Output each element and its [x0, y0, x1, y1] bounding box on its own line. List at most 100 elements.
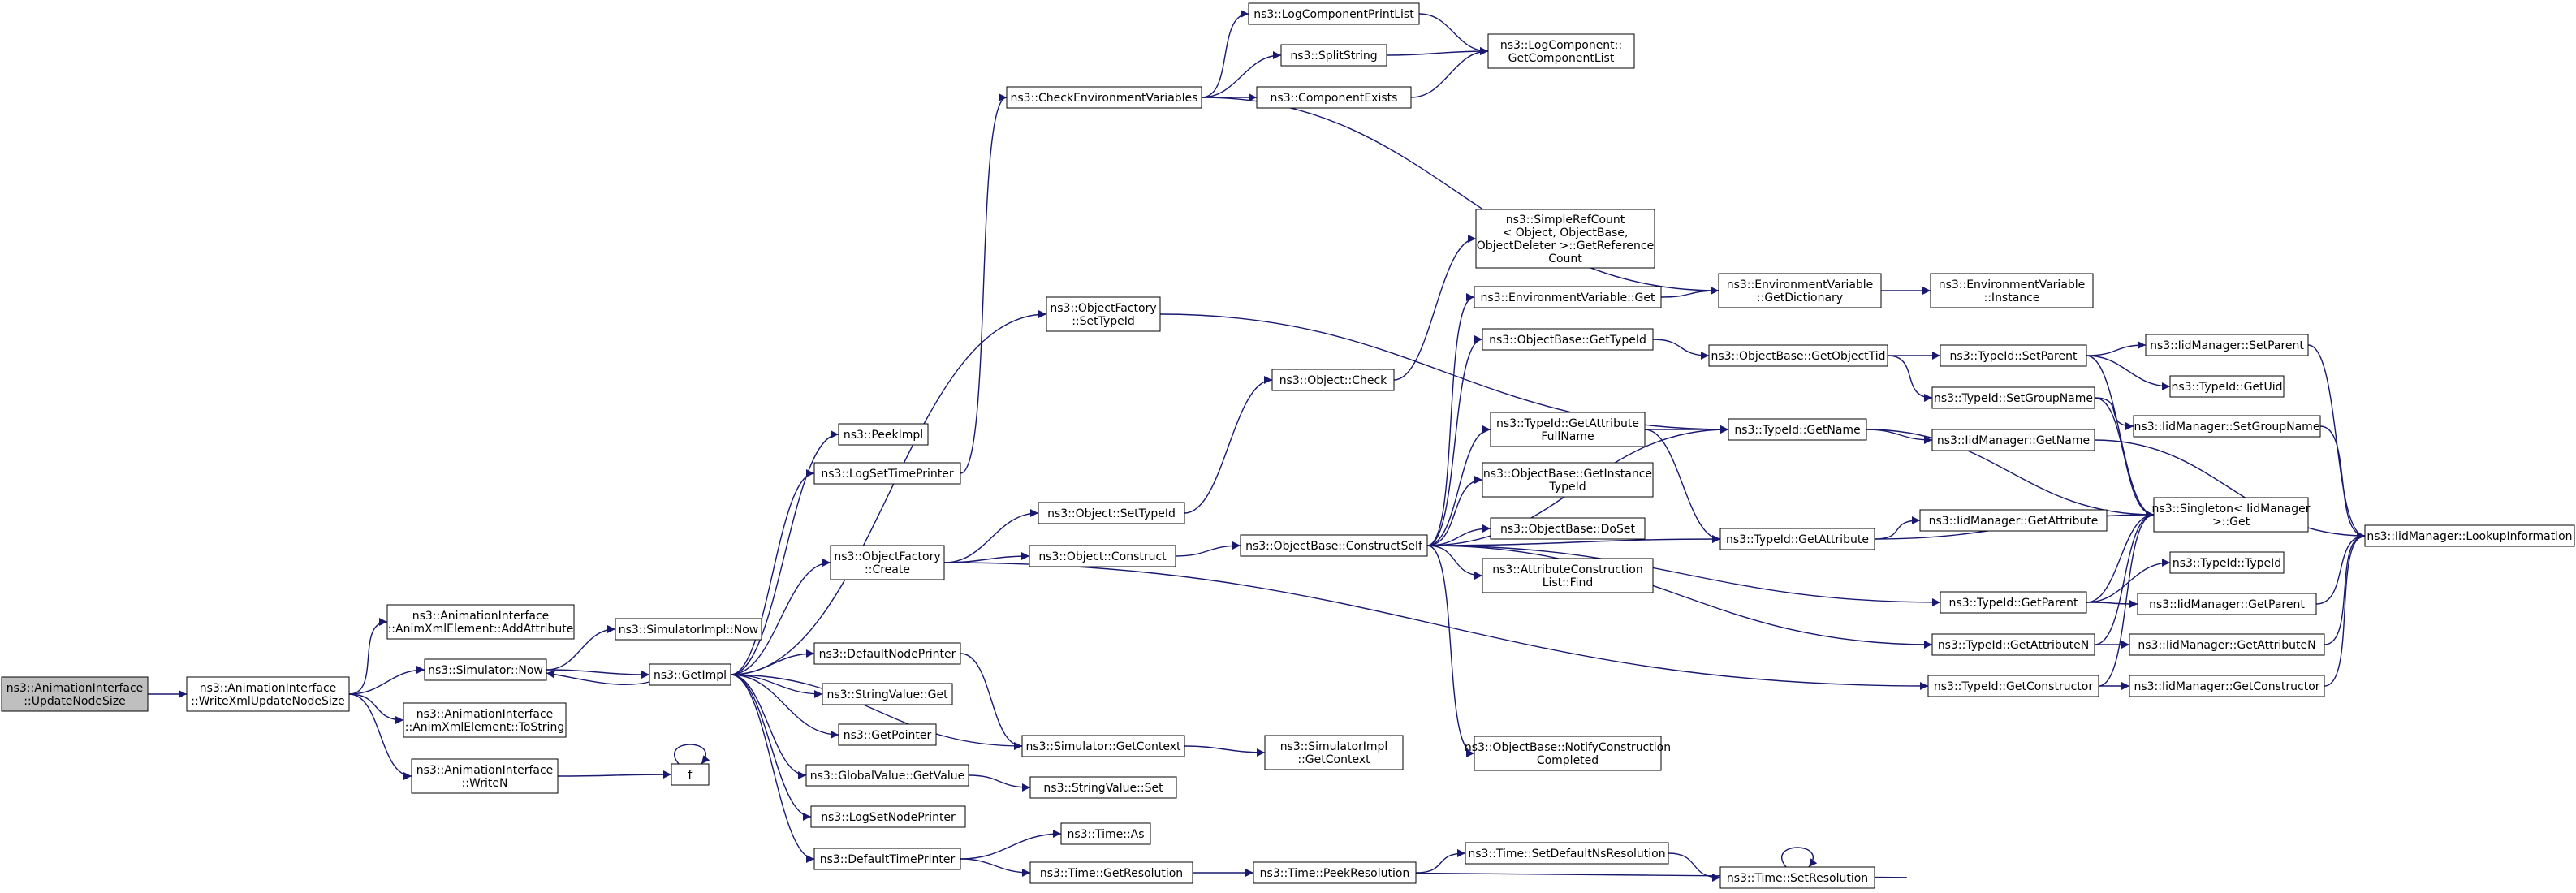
call-edge-f-to-f: [674, 744, 710, 765]
node-box: [1490, 517, 1646, 540]
function-node-add-attribute[interactable]: ns3::AnimationInterface::AnimXmlElement:…: [386, 604, 575, 640]
function-node-obj-base-do-set[interactable]: ns3::ObjectBase::DoSet: [1490, 517, 1646, 540]
function-node-sim-impl-now[interactable]: ns3::SimulatorImpl::Now: [615, 618, 762, 641]
node-box: [1280, 44, 1387, 67]
function-node-obj-factory-set-type-id[interactable]: ns3::ObjectFactory::SetTypeId: [1046, 296, 1161, 332]
function-node-string-value-set[interactable]: ns3::StringValue::Set: [1029, 776, 1177, 799]
function-node-get-pointer[interactable]: ns3::GetPointer: [838, 723, 937, 746]
node-box: [838, 723, 937, 746]
node-label: ns3::Object::Construct: [1038, 550, 1167, 563]
node-box: [1930, 273, 2094, 308]
function-node-sim-now[interactable]: ns3::Simulator::Now: [424, 658, 547, 681]
function-node-default-time-printer[interactable]: ns3::DefaultTimePrinter: [813, 848, 961, 870]
function-node-type-id-set-group-name[interactable]: ns3::TypeId::SetGroupName: [1931, 386, 2095, 409]
function-node-write-n[interactable]: ns3::AnimationInterface::WriteN: [411, 758, 559, 794]
function-node-env-var-get-dictionary[interactable]: ns3::EnvironmentVariable::GetDictionary: [1718, 273, 1882, 308]
node-label: ns3::IidManager::GetParent: [2149, 598, 2305, 611]
function-node-iid-manager-get-parent[interactable]: ns3::IidManager::GetParent: [2137, 593, 2317, 615]
function-node-obj-factory-create[interactable]: ns3::ObjectFactory::Create: [830, 545, 945, 580]
function-node-f[interactable]: f: [671, 763, 710, 786]
function-node-obj-base-get-type-id[interactable]: ns3::ObjectBase::GetTypeId: [1482, 328, 1654, 351]
function-node-type-id-get-attribute-n[interactable]: ns3::TypeId::GetAttributeN: [1931, 633, 2095, 656]
function-node-write-xml-update-node-size[interactable]: ns3::AnimationInterface::WriteXmlUpdateN…: [186, 676, 350, 712]
node-label: ns3::IidManager::LookupInformation: [2367, 530, 2572, 543]
function-node-split-string[interactable]: ns3::SplitString: [1280, 44, 1387, 67]
function-node-sim-impl-get-context[interactable]: ns3::SimulatorImpl::GetContext: [1264, 735, 1404, 770]
node-box: [1728, 418, 1867, 441]
function-node-env-var-instance[interactable]: ns3::EnvironmentVariable::Instance: [1930, 273, 2094, 308]
function-node-obj-base-construct-self[interactable]: ns3::ObjectBase::ConstructSelf: [1240, 534, 1428, 557]
node-label: ns3::SplitString: [1290, 50, 1377, 63]
node-label: ::WriteN: [462, 777, 508, 790]
node-label: ns3::DefaultNodePrinter: [819, 648, 956, 661]
call-edge-type-id-get-attribute-n-to-singleton-get: [2094, 511, 2155, 645]
function-node-default-node-printer[interactable]: ns3::DefaultNodePrinter: [813, 642, 961, 665]
function-node-object-construct[interactable]: ns3::Object::Construct: [1029, 545, 1176, 567]
function-node-log-component-get-list[interactable]: ns3::LogComponent::GetComponentList: [1487, 33, 1635, 69]
function-node-type-id-get-name[interactable]: ns3::TypeId::GetName: [1728, 418, 1867, 441]
function-node-time-as[interactable]: ns3::Time::As: [1060, 822, 1151, 845]
call-edge-time-peek-resolution-to-time-set-default-ns-resolution: [1415, 849, 1466, 874]
call-edge-get-impl-to-log-set-time-printer: [730, 469, 815, 675]
call-edge-obj-factory-create-to-type-id-get-constructor: [943, 562, 1929, 690]
function-node-check-env-vars[interactable]: ns3::CheckEnvironmentVariables: [1006, 86, 1202, 109]
node-label: ns3::GetPointer: [844, 729, 932, 742]
function-node-simple-ref-count[interactable]: ns3::SimpleRefCount< Object, ObjectBase,…: [1475, 209, 1655, 269]
function-node-to-string[interactable]: ns3::AnimationInterface::AnimXmlElement:…: [403, 702, 567, 738]
function-node-type-id-set-parent[interactable]: ns3::TypeId::SetParent: [1940, 344, 2087, 367]
function-node-object-set-type-id[interactable]: ns3::Object::SetTypeId: [1038, 502, 1185, 524]
function-node-iid-manager-lookup-information[interactable]: ns3::IidManager::LookupInformation: [2364, 524, 2575, 547]
function-node-time-get-resolution[interactable]: ns3::Time::GetResolution: [1029, 861, 1193, 884]
function-node-sim-get-context[interactable]: ns3::Simulator::GetContext: [1021, 735, 1185, 757]
function-node-peek-impl[interactable]: ns3::PeekImpl: [838, 423, 929, 446]
node-label: ns3::EnvironmentVariable: [1727, 278, 1874, 291]
function-node-time-set-resolution[interactable]: ns3::Time::SetResolution: [1719, 866, 1875, 889]
call-edge-split-string-to-log-component-get-list: [1386, 47, 1489, 56]
function-node-log-set-node-printer[interactable]: ns3::LogSetNodePrinter: [810, 805, 966, 828]
node-box: [838, 423, 929, 446]
function-node-singleton-get[interactable]: ns3::Singleton< IidManager>::Get: [2152, 497, 2311, 533]
node-box: [1046, 296, 1161, 332]
call-edge-obj-factory-create-to-object-construct: [943, 552, 1030, 563]
function-node-iid-manager-set-group-name[interactable]: ns3::IidManager::SetGroupName: [2133, 415, 2321, 438]
function-node-iid-manager-get-attribute-n[interactable]: ns3::IidManager::GetAttributeN: [2129, 633, 2325, 656]
call-edge-obj-base-construct-self-to-env-var-get: [1426, 293, 1475, 546]
function-node-iid-manager-get-constructor[interactable]: ns3::IidManager::GetConstructor: [2129, 675, 2325, 697]
node-label: ns3::AnimationInterface: [416, 708, 554, 721]
function-node-log-set-time-printer[interactable]: ns3::LogSetTimePrinter: [813, 462, 961, 485]
function-node-type-id-get-parent[interactable]: ns3::TypeId::GetParent: [1940, 591, 2087, 614]
call-edge-default-node-printer-to-sim-get-context: [960, 653, 1023, 750]
function-node-log-component-print-list[interactable]: ns3::LogComponentPrintList: [1248, 2, 1420, 25]
node-label: ns3::IidManager::SetParent: [2150, 339, 2304, 352]
function-node-type-id-get-attribute[interactable]: ns3::TypeId::GetAttribute: [1719, 528, 1875, 550]
node-box: [1248, 2, 1420, 25]
function-node-env-var-get[interactable]: ns3::EnvironmentVariable::Get: [1474, 286, 1662, 308]
function-node-component-exists[interactable]: ns3::ComponentExists: [1256, 86, 1412, 109]
function-node-type-id-get-uid[interactable]: ns3::TypeId::GetUid: [2169, 375, 2285, 398]
function-node-obj-base-notify-construction-completed[interactable]: ns3::ObjectBase::NotifyConstructionCompl…: [1465, 736, 1671, 771]
function-node-time-set-default-ns-resolution[interactable]: ns3::Time::SetDefaultNsResolution: [1465, 842, 1669, 865]
function-node-string-value-get[interactable]: ns3::StringValue::Get: [822, 683, 953, 705]
function-node-global-value-get-value[interactable]: ns3::GlobalValue::GetValue: [805, 764, 969, 787]
function-node-object-check[interactable]: ns3::Object::Check: [1271, 369, 1395, 391]
function-node-type-id-get-constructor[interactable]: ns3::TypeId::GetConstructor: [1927, 675, 2099, 697]
node-box: [1487, 33, 1635, 69]
node-box: [1708, 344, 1888, 367]
function-node-root[interactable]: ns3::AnimationInterface::UpdateNodeSize: [1, 676, 149, 712]
function-node-iid-manager-get-name[interactable]: ns3::IidManager::GetName: [1931, 429, 2095, 451]
call-edge-obj-base-construct-self-to-type-id-get-parent: [1426, 545, 1941, 606]
node-box: [805, 764, 969, 787]
node-label: ::SetTypeId: [1072, 315, 1135, 328]
node-label: ::UpdateNodeSize: [24, 695, 125, 708]
function-node-iid-manager-set-parent[interactable]: ns3::IidManager::SetParent: [2145, 334, 2309, 356]
function-node-time-peek-resolution[interactable]: ns3::Time::PeekResolution: [1253, 861, 1417, 884]
function-node-type-id-type-id[interactable]: ns3::TypeId::TypeId: [2169, 551, 2285, 574]
call-edge-get-impl-to-obj-factory-set-type-id: [730, 310, 1047, 675]
function-node-iid-manager-get-attribute[interactable]: ns3::IidManager::GetAttribute: [1919, 509, 2108, 532]
function-node-get-impl[interactable]: ns3::GetImpl: [649, 663, 731, 686]
function-node-obj-base-get-object-tid[interactable]: ns3::ObjectBase::GetObjectTid: [1708, 344, 1888, 367]
node-label: ns3::TypeId::GetAttribute: [1726, 533, 1869, 546]
